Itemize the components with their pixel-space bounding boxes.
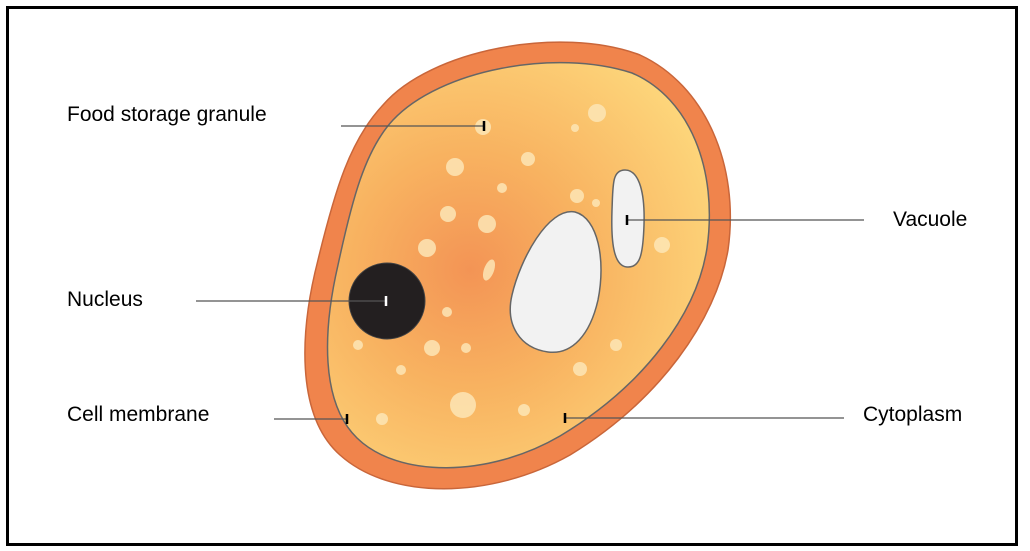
- label-food-storage-granule: Food storage granule: [67, 104, 267, 125]
- granule: [573, 362, 587, 376]
- granule: [376, 413, 388, 425]
- granule: [461, 343, 471, 353]
- granule: [424, 340, 440, 356]
- label-vacuole: Vacuole: [893, 209, 967, 230]
- granule: [654, 237, 670, 253]
- granule: [446, 158, 464, 176]
- granule: [396, 365, 406, 375]
- granule: [418, 239, 436, 257]
- granule: [610, 339, 622, 351]
- granule: [450, 392, 476, 418]
- granule: [588, 104, 606, 122]
- granule: [521, 152, 535, 166]
- granule: [571, 124, 579, 132]
- granule: [592, 199, 600, 207]
- granule: [570, 189, 584, 203]
- granule: [440, 206, 456, 222]
- granule: [478, 215, 496, 233]
- label-cell-membrane: Cell membrane: [67, 404, 209, 425]
- granule: [353, 340, 363, 350]
- label-nucleus: Nucleus: [67, 289, 143, 310]
- label-cytoplasm: Cytoplasm: [863, 404, 962, 425]
- granule: [442, 307, 452, 317]
- granule: [518, 404, 530, 416]
- granule: [497, 183, 507, 193]
